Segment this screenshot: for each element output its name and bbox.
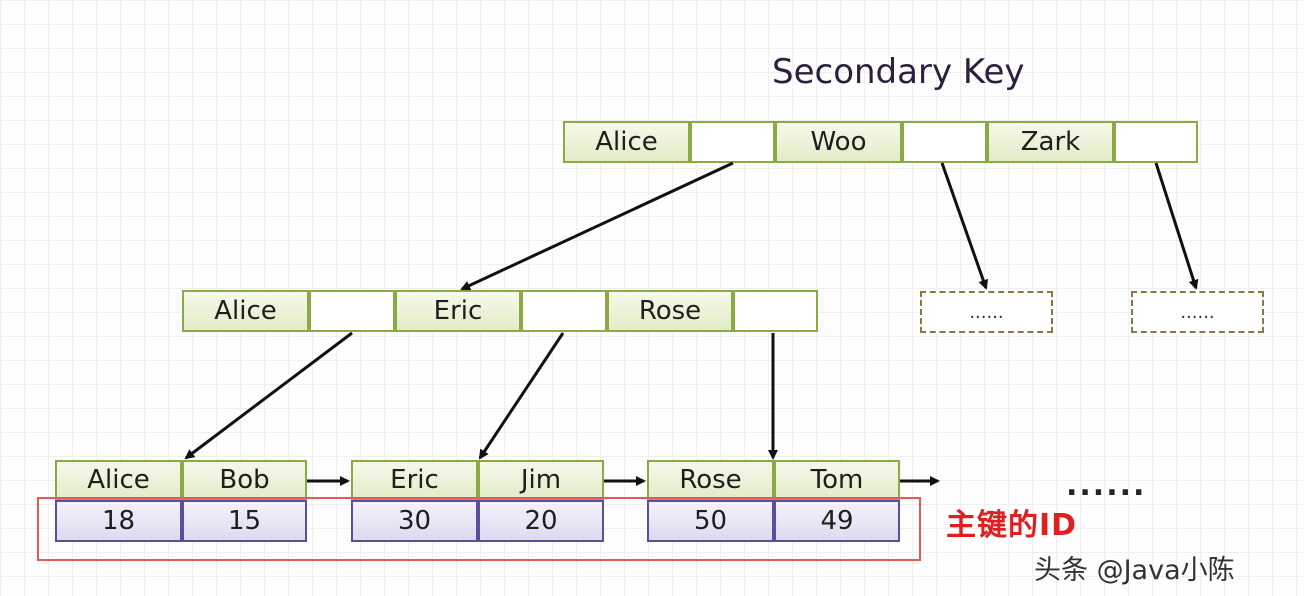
arrow-internal-to-leaf-2 bbox=[478, 332, 565, 460]
leaf-key: Tom bbox=[774, 460, 900, 500]
root-key-alice: Alice bbox=[563, 121, 690, 163]
root-pointer-1 bbox=[690, 121, 775, 163]
internal-key-eric: Eric bbox=[395, 290, 521, 332]
leaf-primary-id: 30 bbox=[351, 500, 478, 542]
root-pointer-3 bbox=[1114, 121, 1198, 163]
leaf-primary-id: 20 bbox=[478, 500, 604, 542]
watermark-text: 头条 @Java小陈 bbox=[1034, 555, 1235, 586]
internal-key-rose: Rose bbox=[607, 290, 733, 332]
internal-pointer-2 bbox=[521, 290, 607, 332]
internal-key-alice: Alice bbox=[182, 290, 309, 332]
leaf-key: Rose bbox=[647, 460, 774, 500]
arrow-internal-to-leaf-1 bbox=[184, 331, 353, 460]
internal-pointer-3 bbox=[733, 290, 818, 332]
primary-id-label: 主键的ID bbox=[946, 508, 1078, 543]
arrow-root-to-placeholder-1 bbox=[940, 162, 989, 290]
root-key-woo: Woo bbox=[775, 121, 902, 163]
leaf-continuation-ellipsis: ...... bbox=[1066, 468, 1147, 503]
leaf-key: Eric bbox=[351, 460, 478, 500]
placeholder-node-1: ...... bbox=[920, 291, 1053, 333]
diagram-title: Secondary Key bbox=[772, 52, 1025, 92]
root-pointer-2 bbox=[902, 121, 987, 163]
root-key-zark: Zark bbox=[987, 121, 1114, 163]
arrow-root-to-placeholder-2 bbox=[1154, 162, 1199, 290]
primary-id-highlight-box bbox=[37, 497, 921, 561]
leaf-key: Jim bbox=[478, 460, 604, 500]
internal-pointer-1 bbox=[309, 290, 395, 332]
placeholder-node-2: ...... bbox=[1131, 291, 1264, 333]
leaf-primary-id: 15 bbox=[182, 500, 307, 542]
arrow-root-to-internal bbox=[460, 161, 734, 291]
leaf-primary-id: 18 bbox=[55, 500, 182, 542]
leaf-key: Bob bbox=[182, 460, 307, 500]
leaf-key: Alice bbox=[55, 460, 182, 500]
leaf-primary-id: 50 bbox=[647, 500, 774, 542]
leaf-primary-id: 49 bbox=[774, 500, 900, 542]
